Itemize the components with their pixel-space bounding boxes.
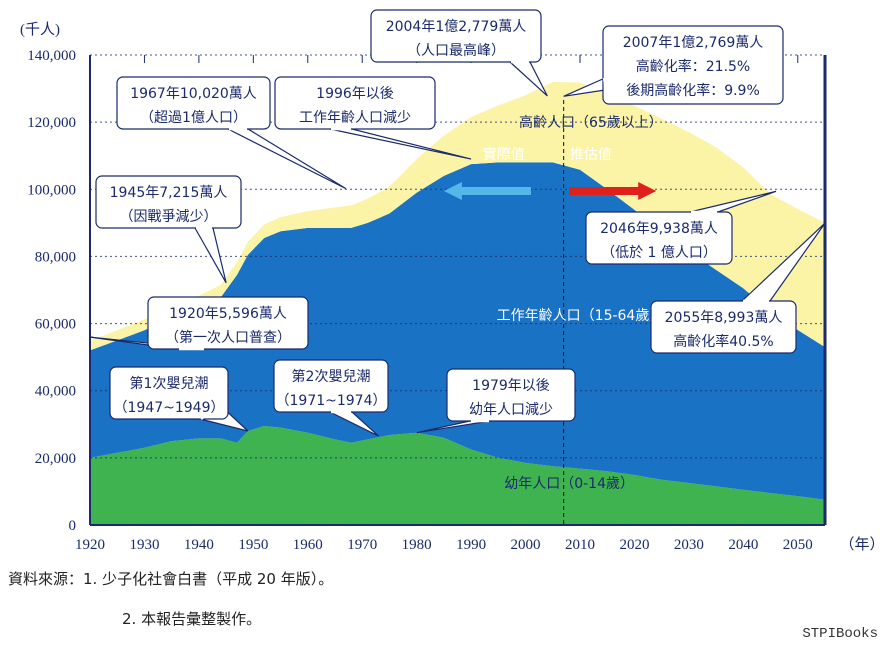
callout-4: 2004年1億2,779萬人 （人口最高峰） — [370, 9, 548, 97]
x-tick-label: 1970 — [347, 537, 377, 553]
y-tick-label: 140,000 — [27, 48, 76, 64]
callout-text: （人口最高峰） — [407, 42, 505, 59]
y-tick-label: 80,000 — [35, 249, 76, 265]
callouts: 1920年5,596萬人 （第一次人口普查） 1945年7,215萬人 （因戰爭減少）… — [89, 9, 826, 437]
callout-1: 1945年7,215萬人 （因戰爭減少） — [95, 175, 242, 284]
callout-box — [109, 366, 229, 420]
x-unit-label: （年） — [839, 536, 884, 553]
callout-box — [650, 300, 797, 354]
elderly-region-label: 高齡人口（65歲以上） — [519, 114, 663, 131]
callout-text: 2046年9,938萬人 — [600, 221, 718, 237]
callout-text: 1996年以後 — [316, 86, 394, 102]
x-axis: 1920 1930 1940 1950 1960 1970 1980 1990 2000 2010… — [75, 536, 885, 553]
callout-text: 2004年1億2,779萬人 — [386, 19, 527, 35]
x-tick-label: 2040 — [728, 537, 758, 553]
y-unit-label: (千人) — [20, 21, 60, 38]
x-tick-label: 1930 — [129, 537, 159, 553]
source-note-line2: 2. 本報告彙整製作。 — [122, 610, 262, 628]
x-tick-label: 2030 — [674, 537, 704, 553]
callout-box — [274, 76, 436, 130]
x-tick-label: 1980 — [402, 537, 432, 553]
callout-text: 1945年7,215萬人 — [110, 185, 228, 201]
area-series-0 — [90, 426, 825, 525]
region-labels: 高齡人口（65歲以上） 工作年齡人口（15-64歲） 幼年人口（0-14歲） — [497, 114, 664, 492]
callout-text: （超過1億人口） — [140, 110, 247, 126]
projected-arrow — [569, 181, 657, 200]
x-tick-label: 1920 — [75, 537, 105, 553]
callout-box — [602, 25, 784, 105]
y-axis: 0 20,000 40,000 60,000 80,000 100,000 120,000 1… — [20, 21, 76, 534]
x-tick-label: 2010 — [565, 537, 595, 553]
callout-box — [116, 76, 271, 130]
callout-text: 工作年齡人口減少 — [299, 109, 411, 126]
brand-watermark: STPIBooks — [802, 626, 878, 642]
callout-text: 2055年8,993萬人 — [665, 310, 783, 326]
callout-box — [147, 296, 309, 350]
callout-text: （第一次人口普查） — [165, 329, 291, 346]
x-tick-label: 1960 — [293, 537, 323, 553]
direction-arrows: 實際值 推估值 — [443, 146, 657, 200]
callout-box — [446, 368, 576, 422]
x-tick-label: 2000 — [511, 537, 541, 553]
callout-text: 高齡化率：21.5% — [636, 58, 750, 75]
callout-6: 2046年9,938萬人 （低於 1 億人口） — [585, 190, 777, 265]
callout-text: 幼年人口減少 — [469, 401, 553, 418]
callout-0: 1920年5,596萬人 （第一次人口普查） — [89, 296, 309, 351]
callout-text: 第1次嬰兒潮 — [130, 375, 209, 392]
x-tick-label: 1940 — [184, 537, 214, 553]
callout-box — [95, 175, 242, 229]
callout-text: （1971~1974） — [276, 393, 387, 409]
callout-text: 第2次嬰兒潮 — [292, 368, 371, 385]
callout-text: （1947~1949） — [114, 400, 225, 416]
actual-label: 實際值 — [483, 146, 525, 163]
callout-text: 後期高齡化率：9.9% — [626, 82, 760, 99]
y-tick-label: 0 — [69, 518, 77, 534]
plot-border — [89, 55, 827, 526]
working-region-label: 工作年齡人口（15-64歲） — [497, 308, 664, 324]
callout-text: 高齡化率40.5% — [673, 333, 773, 350]
x-tick-label: 1990 — [456, 537, 486, 553]
youth-region-label: 幼年人口（0-14歲） — [504, 476, 634, 492]
y-tick-label: 120,000 — [27, 115, 76, 131]
area-series-2 — [90, 81, 825, 351]
callout-text: 1967年10,020萬人 — [130, 86, 257, 102]
y-tick-label: 100,000 — [27, 182, 76, 198]
y-tick-label: 60,000 — [35, 317, 76, 333]
projected-label: 推估值 — [570, 147, 612, 163]
callout-text: 1920年5,596萬人 — [169, 306, 287, 322]
x-tick-label: 2050 — [783, 537, 813, 553]
callout-text: （低於 1 億人口） — [601, 245, 717, 261]
callout-seam — [200, 404, 220, 420]
callout-box — [585, 211, 733, 265]
callout-9: 第2次嬰兒潮 （1971~1974） — [273, 359, 389, 437]
callout-seam — [602, 77, 608, 91]
source-note-line1: 資料來源：1. 少子化社會白書（平成 20 年版）。 — [8, 570, 334, 588]
callout-8: 第1次嬰兒潮 （1947~1949） — [109, 366, 249, 432]
x-tick-label: 1950 — [238, 537, 268, 553]
callout-box — [370, 9, 542, 63]
actual-arrow — [443, 181, 531, 200]
callout-text: 1979年以後 — [472, 378, 550, 394]
y-tick-label: 20,000 — [35, 451, 76, 467]
callout-text: （因戰爭減少） — [120, 208, 218, 225]
callout-2: 1967年10,020萬人 （超過1億人口） — [116, 76, 347, 190]
x-tick-label: 2020 — [619, 537, 649, 553]
y-tick-label: 40,000 — [35, 384, 76, 400]
callout-text: 2007年1億2,769萬人 — [623, 35, 764, 51]
